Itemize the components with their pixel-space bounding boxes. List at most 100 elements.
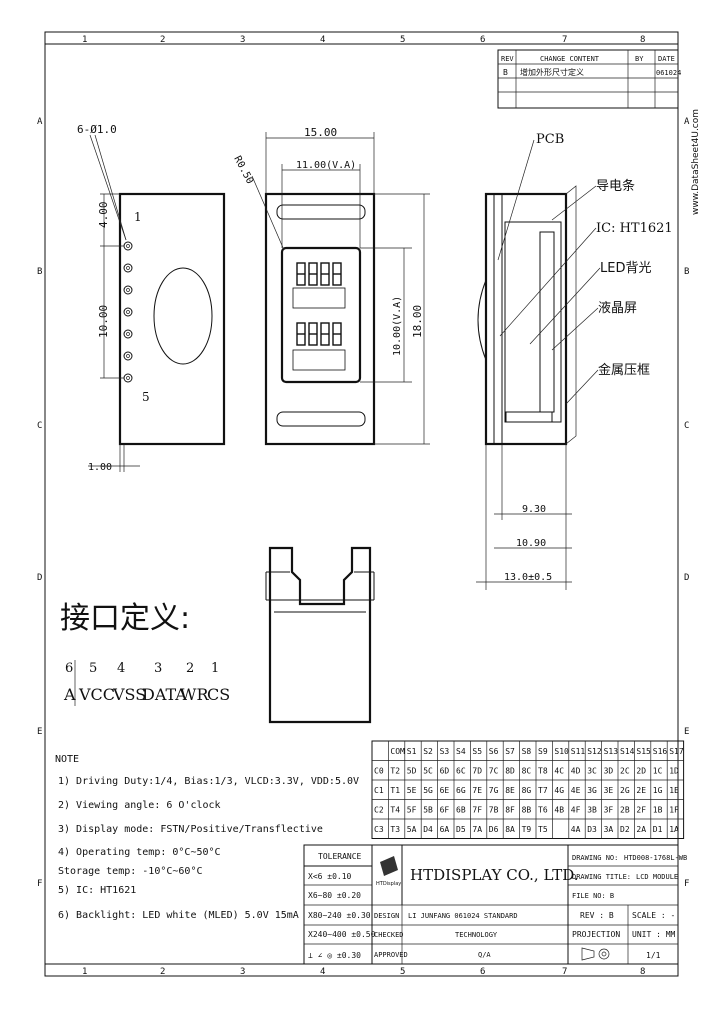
- drawing-no: HTD008-1768L-WB: [624, 854, 687, 862]
- projection-label: PROJECTION: [572, 930, 620, 939]
- segment-table-cell: 7E: [472, 786, 482, 795]
- segment-table-cell: D3: [587, 825, 597, 834]
- segment-table-cell: 1E: [669, 786, 679, 795]
- company-name: HTDISPLAY CO., LTD.: [410, 866, 578, 884]
- segment-table-cell: 2D: [636, 767, 646, 776]
- col-marker: 1: [82, 967, 87, 977]
- lcd-label: 液晶屏: [598, 301, 637, 316]
- ic-label: IC: HT1621: [596, 221, 673, 236]
- segment-table-cell: C3: [374, 825, 384, 834]
- segment-digits: [292, 262, 346, 371]
- segment-table-cell: 7C: [489, 767, 499, 776]
- tolerance-row: X240~400 ±0.50: [308, 930, 376, 939]
- revision: REV : B: [580, 911, 614, 920]
- pcb-label: PCB: [536, 132, 564, 147]
- col-marker: 2: [160, 35, 165, 45]
- segment-table-header: S12: [587, 747, 602, 756]
- segment-table-cell: 3B: [587, 806, 597, 815]
- segment-table-cell: 8G: [522, 786, 532, 795]
- segment-table-cell: 1D: [669, 767, 679, 776]
- pin-number: 5: [89, 661, 97, 676]
- checked-label: CHECKED: [374, 931, 404, 939]
- segment-table-cell: T7: [538, 786, 548, 795]
- rev-header: REV: [501, 55, 514, 63]
- col-marker: 3: [240, 35, 245, 45]
- col-marker: 4: [320, 35, 325, 45]
- segment-table-header: S11: [571, 747, 586, 756]
- segment-table-cell: 5D: [407, 767, 417, 776]
- front-view: 6-Ø1.0 1 5 4.00 10.00 1.00: [77, 123, 226, 473]
- col-marker: 2: [160, 967, 165, 977]
- segment-table-cell: 5C: [423, 767, 433, 776]
- segment-table-cell: 2E: [636, 786, 646, 795]
- segment-table-header: S8: [522, 747, 532, 756]
- note-item: 5) IC: HT1621: [58, 885, 136, 896]
- pin-first-label: 1: [134, 210, 142, 224]
- rev-header: CHANGE CONTENT: [540, 55, 600, 63]
- projection-symbol: [581, 947, 610, 961]
- segment-table-cell: 3D: [604, 767, 614, 776]
- segment-table-cell: 6C: [456, 767, 466, 776]
- pin-number: 6: [65, 661, 73, 676]
- lcd-front-view: 15.00 11.00(V.A) R0.50 10.00(V.A) 18.00: [231, 126, 430, 446]
- watermark-text: www.DataSheet4U.com: [691, 109, 701, 215]
- segment-table-header: S15: [636, 747, 651, 756]
- view-area-width: 11.00(V.A): [296, 160, 356, 171]
- note-item: 2) Viewing angle: 6 O'clock: [58, 800, 221, 811]
- angle-tolerance: ⊥ ∠ ◎ ±0.30: [308, 951, 361, 960]
- column-markers-bottom: 1 2 3 4 5 6 7 8: [82, 967, 645, 977]
- rev-cell: 061024: [656, 69, 681, 77]
- width-dimension: 15.00: [304, 126, 337, 139]
- segment-table-header: S6: [489, 747, 499, 756]
- company-logo: HTDisplay: [376, 856, 401, 887]
- segment-table-cell: C2: [374, 806, 384, 815]
- segment-table-cell: D5: [456, 825, 466, 834]
- pin-number: 4: [117, 661, 125, 676]
- segment-table-cell: 8C: [522, 767, 532, 776]
- segment-table-cell: T5: [538, 825, 548, 834]
- segment-table-header: S3: [440, 747, 450, 756]
- segment-table-header: S10: [554, 747, 569, 756]
- thickness-dimension-1: 9.30: [522, 504, 546, 515]
- segment-table-cell: 8A: [505, 825, 515, 834]
- note-item: Storage temp: -10°C~60°C: [58, 866, 203, 877]
- segment-table-cell: 6E: [440, 786, 450, 795]
- segment-table-cell: 3C: [587, 767, 597, 776]
- segment-table-cell: T9: [522, 825, 532, 834]
- checked-value: TECHNOLOGY: [455, 931, 498, 939]
- segment-table-cell: D1: [653, 825, 663, 834]
- col-marker: 6: [480, 35, 485, 45]
- logo-text: HTDisplay: [376, 881, 401, 887]
- segment-table-cell: 1G: [653, 786, 663, 795]
- row-marker: B: [684, 267, 689, 277]
- segment-table-cell: T4: [390, 806, 400, 815]
- file-no: FILE NO: B: [572, 892, 614, 900]
- frame-bottom-view: [265, 546, 375, 724]
- row-marker: A: [684, 117, 690, 127]
- segment-table-header: COM: [390, 747, 405, 756]
- tolerance-row: X80~240 ±0.30: [308, 911, 371, 920]
- approved-value: Q/A: [478, 951, 491, 959]
- led-label: LED背光: [600, 261, 651, 276]
- design-value: LI JUNFANG 061024 STANDARD: [408, 912, 518, 920]
- row-marker: F: [684, 879, 689, 889]
- segment-table-cell: 7D: [472, 767, 482, 776]
- pin-name: DATA: [142, 685, 187, 704]
- row-marker: C: [37, 421, 42, 431]
- thickness-dimension-3: 13.0±0.5: [504, 572, 552, 583]
- note-item: 3) Display mode: FSTN/Positive/Transflec…: [58, 824, 323, 835]
- note-item: 4) Operating temp: 0°C~50°C: [58, 847, 221, 858]
- segment-table-cell: D6: [489, 825, 499, 834]
- row-marker: A: [37, 117, 43, 127]
- pin-name: VCC: [78, 685, 115, 704]
- rev-header: BY: [635, 55, 644, 63]
- segment-table-cell: T1: [390, 786, 400, 795]
- pin-holes: [123, 241, 133, 383]
- rev-header: DATE: [658, 55, 675, 63]
- thickness-dimension-2: 10.90: [516, 538, 546, 549]
- segment-table-header: S17: [669, 747, 684, 756]
- pin-name: A: [63, 685, 76, 704]
- col-marker: 5: [400, 35, 405, 45]
- row-markers: A B C D E F A B C D E F: [37, 117, 690, 889]
